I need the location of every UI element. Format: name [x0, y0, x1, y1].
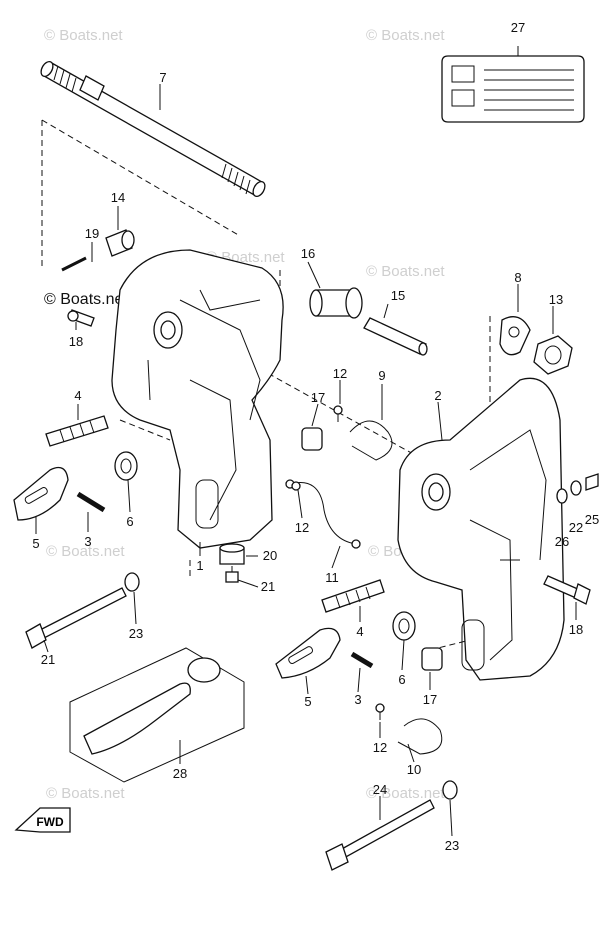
bolt-part: [67, 309, 95, 327]
callout-13: 13: [549, 292, 563, 307]
callout-17-top: 17: [311, 390, 325, 405]
wire-9: [349, 420, 393, 461]
pin-part: [61, 256, 87, 272]
kit-28-box: [69, 647, 245, 783]
pin-3-right: [350, 651, 374, 669]
clamp-bracket-left: [111, 249, 284, 549]
callout-28: 28: [173, 766, 187, 781]
callout-23-right: 23: [445, 838, 459, 853]
callout-25: 25: [585, 512, 599, 527]
callout-12-bottom: 12: [373, 740, 387, 755]
washer-small-parts: [556, 473, 599, 504]
screw-12-c: [375, 703, 385, 720]
fwd-label: FWD: [36, 815, 64, 829]
bushing-16-part: [309, 287, 363, 319]
label-27-part: [441, 55, 585, 123]
callout-4-right: 4: [356, 624, 363, 639]
callout-12-mid: 12: [295, 520, 309, 535]
shaft-15-part: [363, 317, 428, 356]
plate-8-part: [499, 316, 531, 356]
callout-14: 14: [111, 190, 125, 205]
callout-10: 10: [407, 762, 421, 777]
callout-21-long: 21: [41, 652, 55, 667]
rubber-20-part: [219, 543, 245, 565]
wire-terminal-2: [351, 539, 361, 549]
callout-labels: 7 27 14 19 18 16 15 8 13 12 9 17 2 4 5 3…: [32, 20, 599, 853]
bolt-24-part: [325, 799, 435, 871]
callout-11: 11: [325, 570, 339, 585]
screw-12-a: [333, 405, 343, 422]
bushing-part: [105, 229, 135, 257]
watermark-left-low: © Boats.net: [46, 543, 125, 560]
callout-18-left: 18: [69, 334, 83, 349]
callout-22: 22: [569, 520, 583, 535]
wire-11: [289, 482, 357, 545]
callout-20: 20: [263, 548, 277, 563]
washer-6-right: [392, 611, 416, 641]
callout-23-left: 23: [129, 626, 143, 641]
bolt-21-small: [225, 566, 239, 583]
callout-19: 19: [85, 226, 99, 241]
callout-18-right: 18: [569, 622, 583, 637]
watermark-top-right: © Boats.net: [366, 27, 445, 44]
callout-21-small: 21: [261, 579, 275, 594]
spacer-17-top: [301, 427, 323, 451]
watermark-bottom: © Boats.net: [366, 785, 445, 802]
callout-27: 27: [511, 20, 525, 35]
wire-10: [397, 718, 443, 755]
callout-2: 2: [434, 388, 441, 403]
pin-3-left: [76, 491, 106, 513]
callout-24: 24: [373, 782, 387, 797]
callout-7: 7: [159, 70, 166, 85]
fwd-arrow-icon: FWD: [14, 807, 71, 833]
tilt-tube-part: [40, 60, 266, 198]
screw-12-b: [291, 481, 301, 491]
lever-part: [13, 466, 69, 521]
callout-12-top: 12: [333, 366, 347, 381]
callout-5-left: 5: [32, 536, 39, 551]
callout-4-left: 4: [74, 388, 81, 403]
washer-23-right: [442, 780, 458, 800]
bolt-18-right: [543, 575, 591, 605]
callout-5-right: 5: [304, 694, 311, 709]
thrust-rod-part: [45, 415, 109, 447]
callout-3-left: 3: [84, 534, 91, 549]
lever-part-2: [275, 627, 341, 679]
watermark-left-mid: © Boats.net: [44, 291, 128, 308]
callout-1: 1: [196, 558, 203, 573]
nut-13-part: [533, 335, 573, 375]
callout-6-left: 6: [126, 514, 133, 529]
thrust-rod-part-2: [321, 579, 385, 613]
callout-8: 8: [514, 270, 521, 285]
washer-6-left: [114, 451, 138, 481]
clamp-bracket-right: [397, 377, 565, 681]
callout-6-right: 6: [398, 672, 405, 687]
callout-26: 26: [555, 534, 569, 549]
leader-lines: [35, 46, 577, 837]
callout-16: 16: [301, 246, 315, 261]
callout-15: 15: [391, 288, 405, 303]
callout-9: 9: [378, 368, 385, 383]
callout-3-right: 3: [354, 692, 361, 707]
watermark-bottom-left: © Boats.net: [46, 785, 125, 802]
bolt-21-long: [25, 587, 127, 649]
spacer-17-bottom: [421, 647, 443, 671]
callout-17-bottom: 17: [423, 692, 437, 707]
watermark-top-left: © Boats.net: [44, 27, 123, 44]
watermark-right-mid: © Boats.net: [366, 263, 445, 280]
washer-23-left: [124, 572, 140, 592]
